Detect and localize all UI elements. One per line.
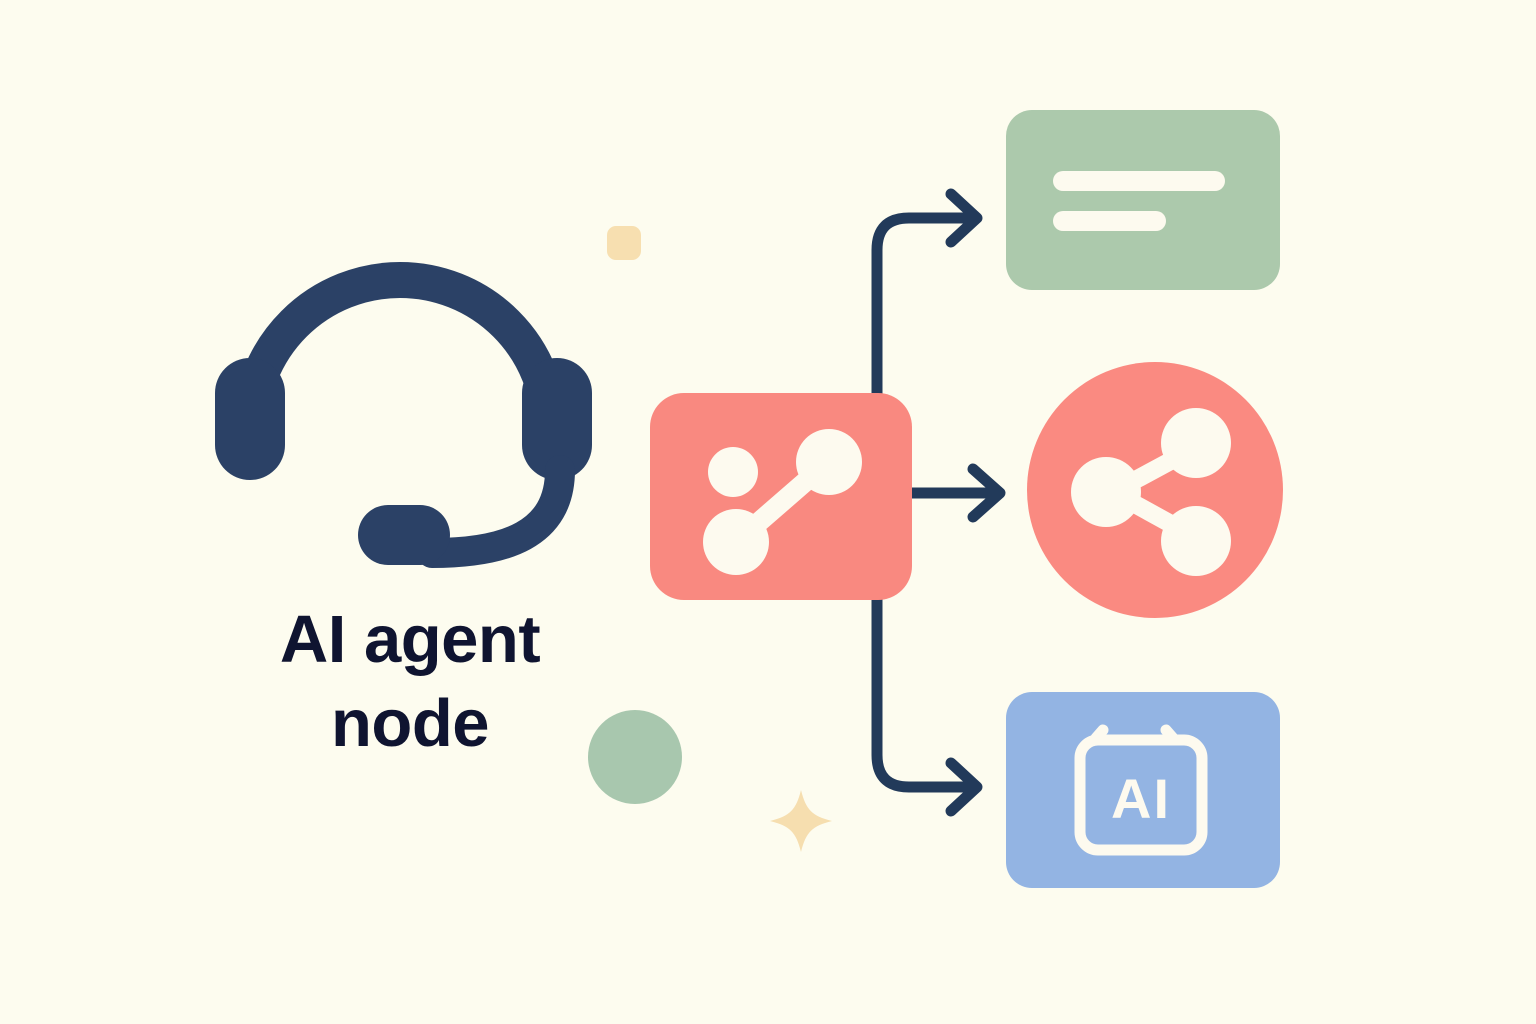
share-dot-bottom-right xyxy=(1161,506,1231,576)
hub-to-ai-chip-arrowhead xyxy=(945,757,983,817)
document-card-background[interactable] xyxy=(1006,110,1280,290)
hub-to-share-arrowhead xyxy=(967,463,1006,523)
connector-group xyxy=(871,188,1006,817)
headset-earcup-right xyxy=(522,358,592,480)
hub-to-document-connector xyxy=(871,212,981,506)
share-circle[interactable] xyxy=(1027,362,1283,618)
text-line-short xyxy=(1053,211,1166,231)
document-card[interactable] xyxy=(1006,110,1280,290)
hub-to-ai-chip-connector xyxy=(871,494,981,793)
network-dot-top-right xyxy=(796,429,862,495)
network-dot-bottom-left xyxy=(703,509,769,575)
headset-band xyxy=(232,262,568,448)
yellow-square-decoration xyxy=(607,226,641,260)
ai-chip-card-background[interactable] xyxy=(1006,692,1280,888)
text-line-long xyxy=(1053,171,1225,191)
share-dot-top-right xyxy=(1161,408,1231,478)
ai-chip-label: AI xyxy=(1111,767,1171,830)
ai-agent-node-label: AI agent node xyxy=(279,602,541,761)
headset-earcup-left xyxy=(215,358,285,480)
headset-mic-capsule xyxy=(358,505,450,565)
headset-mic-boom xyxy=(417,455,575,568)
sparkle-decoration xyxy=(770,790,832,852)
text-lines-icon xyxy=(1053,171,1225,231)
hub-to-document-arrowhead xyxy=(945,188,983,248)
ai-chip-icon: AI xyxy=(1074,724,1208,856)
headset-icon xyxy=(215,262,592,568)
network-node-card[interactable] xyxy=(650,393,912,600)
network-nodes-icon xyxy=(703,429,862,575)
share-icon xyxy=(1071,408,1231,576)
ai-chip-card[interactable]: AI xyxy=(1006,692,1280,888)
share-dot-left xyxy=(1071,457,1141,527)
network-dot-small xyxy=(708,447,758,497)
share-circle-background[interactable] xyxy=(1027,362,1283,618)
ai-chip-body xyxy=(1074,734,1208,856)
green-circle-decoration xyxy=(588,710,682,804)
